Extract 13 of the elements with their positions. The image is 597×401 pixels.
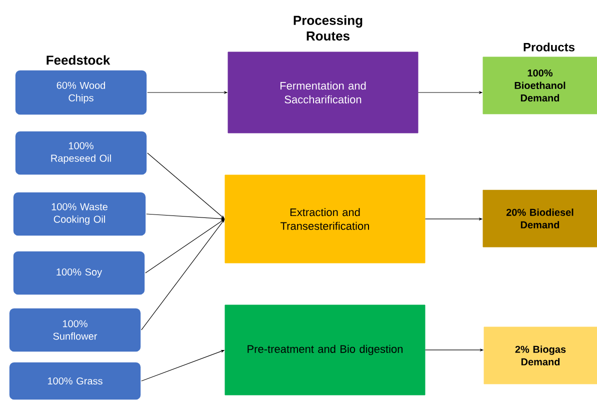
feedstock-box: 100% Sunflower xyxy=(8,308,142,352)
arrow xyxy=(141,219,225,330)
product-box: 20% Biodiesel Demand xyxy=(482,190,597,248)
process-box: Fermentation and Saccharification xyxy=(228,52,418,134)
feedstock-box: 100% Waste Cooking Oil xyxy=(12,192,146,236)
product-box: 2% Biogas Demand xyxy=(484,326,597,384)
process-box: Pre-treatment and Bio digestion xyxy=(224,304,426,396)
product-box: 100% Bioethanol Demand xyxy=(482,56,597,114)
feedstock-box: 60% Wood Chips xyxy=(14,70,148,116)
process-box: Extraction and Transesterification xyxy=(224,174,426,264)
feedstock-box: 100% Rapeseed Oil xyxy=(14,130,148,176)
feedstock-box: 100% Grass xyxy=(8,362,142,400)
feedstock-box: 100% Soy xyxy=(12,250,146,296)
